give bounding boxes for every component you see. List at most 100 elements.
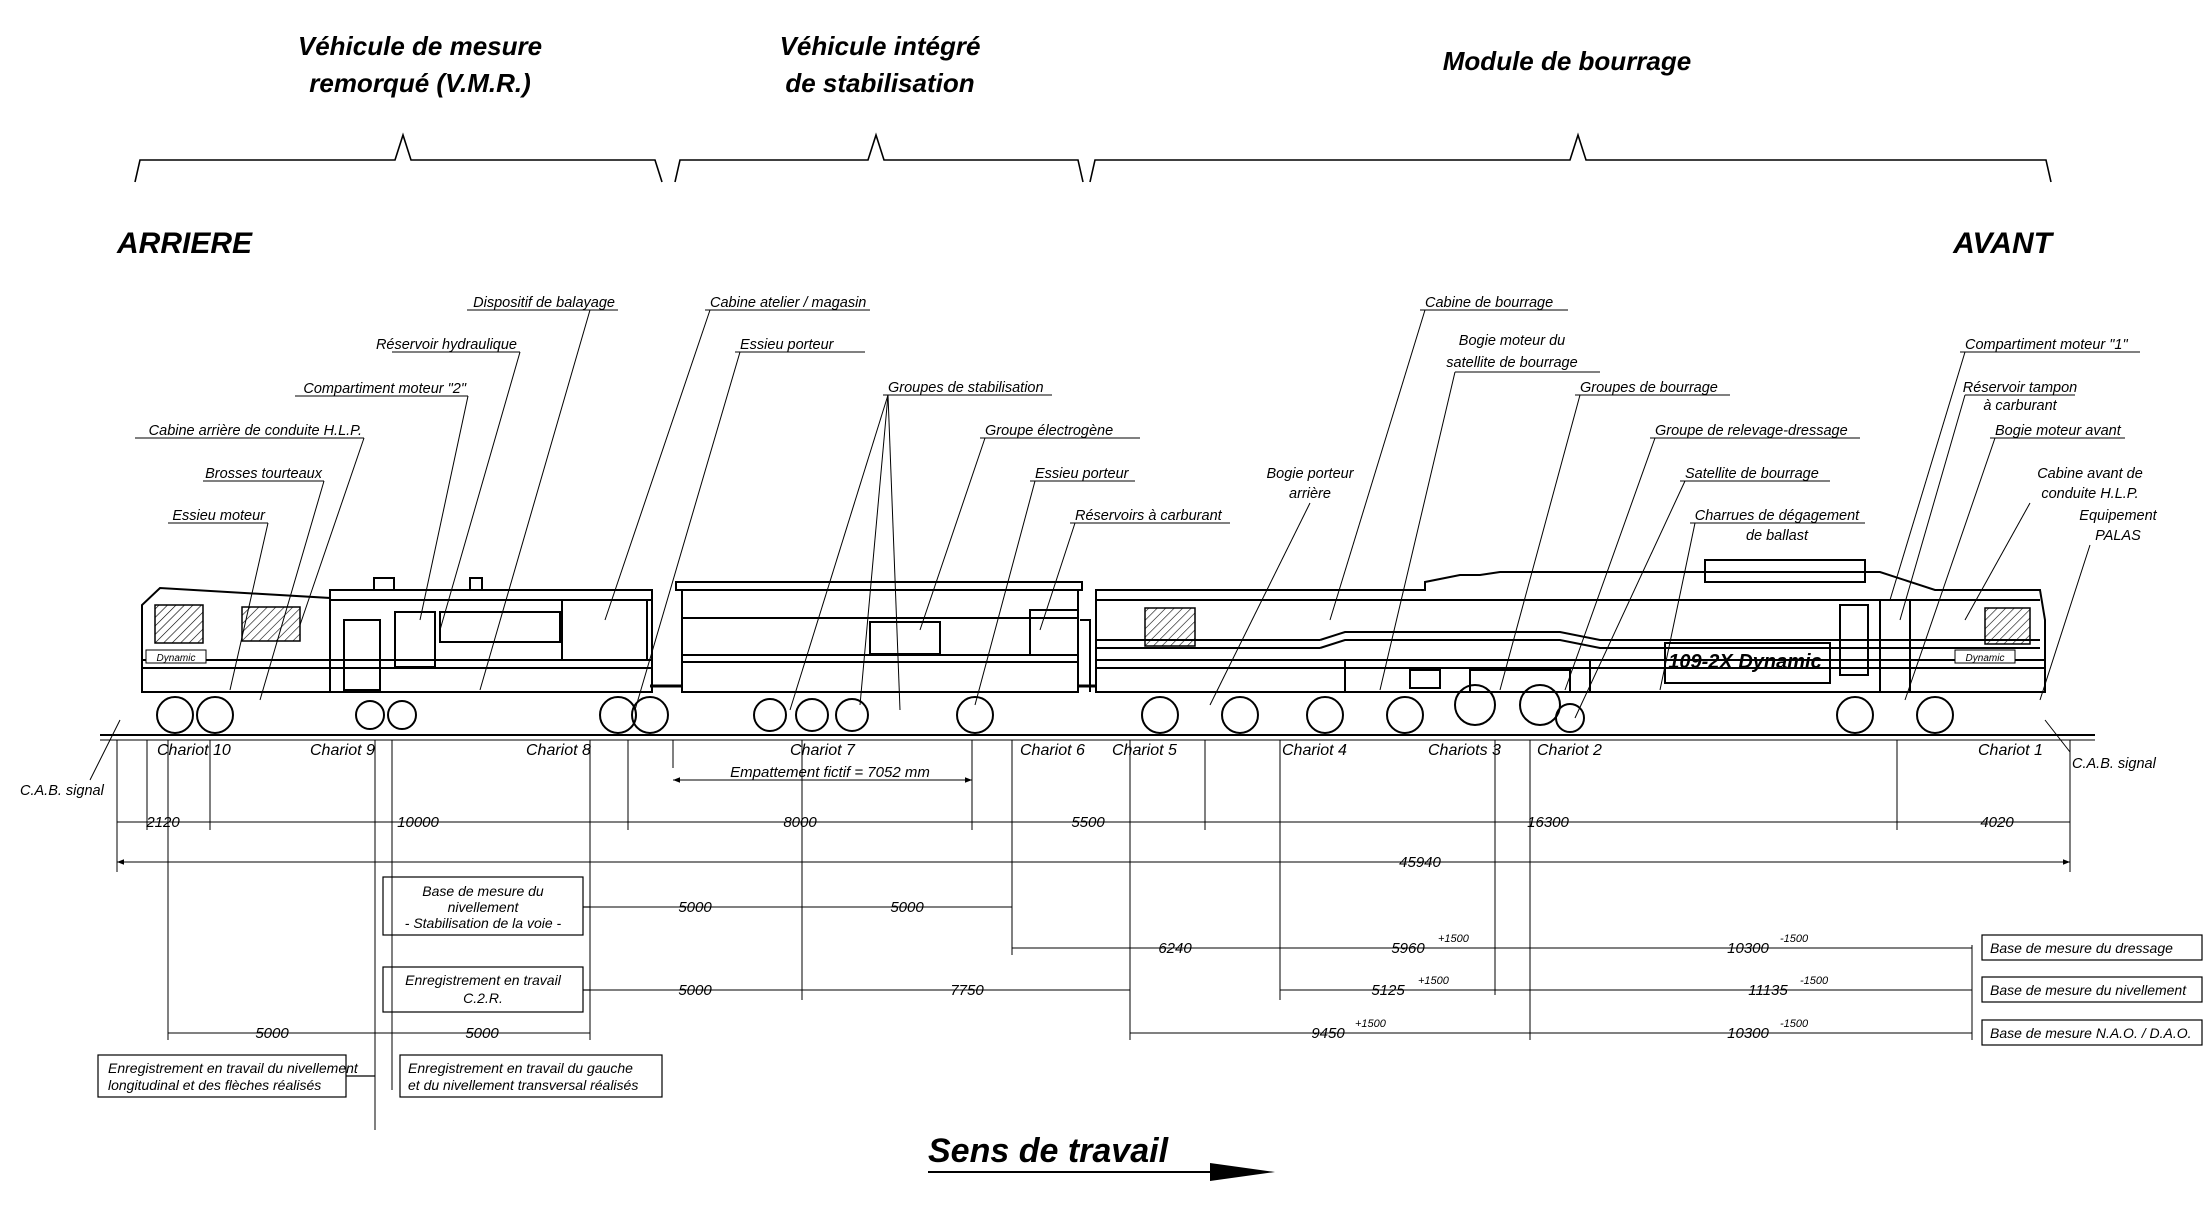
front-cab-window — [1984, 607, 2031, 645]
machine-name-plate: 109-2X Dynamic — [1668, 651, 1821, 673]
dim-niv-b: 11135 — [1748, 982, 1788, 999]
dim-dressage-c-tol: -1500 — [1780, 933, 1809, 945]
label-brosses: Brosses tourteaux — [205, 466, 323, 482]
label-reservoir-hydraulique: Réservoir hydraulique — [376, 337, 517, 353]
label-reservoirs-carburant: Réservoirs à carburant — [1075, 508, 1223, 524]
box-enreg-long-line2: longitudinal et des flèches réalisés — [108, 1077, 321, 1093]
front-logo-text: Dynamic — [1966, 653, 2005, 664]
vmr-vehicle — [141, 577, 653, 693]
box-enreg-gauche-line2: et du nivellement transversal réalisés — [408, 1077, 638, 1093]
label-satellite: Satellite de bourrage — [1685, 466, 1819, 482]
dim-8000: 8000 — [783, 814, 817, 831]
label-cabine-arriere: Cabine arrière de conduite H.L.P. — [149, 423, 362, 439]
label-cab-signal-left: C.A.B. signal — [20, 783, 105, 799]
chariot-6-label: Chariot 6 — [1020, 742, 1085, 759]
chariot-7-label: Chariot 7 — [790, 742, 856, 759]
front-logo-plate — [1954, 649, 2016, 664]
dim-nao-a-tol: +1500 — [1355, 1018, 1387, 1030]
dim-niv-b-tol: -1500 — [1800, 975, 1829, 987]
dim-niv-a-tol: +1500 — [1418, 975, 1450, 987]
label-cab-signal-right: C.A.B. signal — [2072, 756, 2157, 772]
chariot-10-label: Chariot 10 — [157, 742, 231, 759]
label-bogie-moteur-sat-1: Bogie moteur du — [1459, 333, 1565, 349]
box-c2r-line1: Enregistrement en travail — [405, 972, 562, 988]
stabilisation-vehicle — [675, 581, 1091, 693]
dim-5500: 5500 — [1071, 814, 1105, 831]
chariot-9-label: Chariot 9 — [310, 742, 375, 759]
rail-track — [100, 734, 2095, 741]
label-essieu-porteur-2: Essieu porteur — [1035, 466, 1130, 482]
tamping-module — [1095, 559, 2046, 693]
end-rear-label: ARRIERE — [116, 227, 253, 260]
vmr-logo-text: Dynamic — [157, 653, 196, 664]
box-base-stab-line3: - Stabilisation de la voie - — [405, 915, 562, 931]
label-equipement-1: Equipement — [2079, 508, 2157, 524]
chariot-8-label: Chariot 8 — [526, 742, 591, 759]
label-essieu-porteur-1: Essieu porteur — [740, 337, 835, 353]
section-vmr-title-1: Véhicule de mesure — [298, 31, 542, 61]
label-cabine-bourrage: Cabine de bourrage — [1425, 295, 1553, 311]
label-bogie-porteur-2: arrière — [1289, 486, 1331, 502]
label-equipement-2: PALAS — [2095, 528, 2141, 544]
dim-dressage-a: 6240 — [1158, 940, 1192, 957]
chariot-4-label: Chariot 4 — [1282, 742, 1347, 759]
chariot-1-label: Chariot 1 — [1978, 742, 2043, 759]
box-c2r-line2: C.2.R. — [463, 990, 503, 1006]
section-braces — [134, 132, 2052, 183]
label-groupe-relevage: Groupe de relevage-dressage — [1655, 423, 1848, 439]
dim-nao-b-tol: -1500 — [1780, 1018, 1809, 1030]
box-base-stab-line2: nivellement — [448, 899, 520, 915]
label-bogie-porteur-1: Bogie porteur — [1266, 466, 1354, 482]
dim-empattement: Empattement fictif = 7052 mm — [730, 764, 930, 781]
label-charrues-2: de ballast — [1746, 528, 1809, 544]
dim-stab-b: 5000 — [890, 899, 924, 916]
dim-16300: 16300 — [1527, 814, 1569, 831]
label-dispositif-balayage: Dispositif de balayage — [473, 295, 615, 311]
vmr-logo-plate — [145, 649, 207, 664]
section-bourrage-title: Module de bourrage — [1443, 46, 1691, 76]
dim-total: 45940 — [1399, 854, 1441, 871]
label-groupe-electrogene: Groupe électrogène — [985, 423, 1113, 439]
box-base-dressage: Base de mesure du dressage — [1990, 940, 2173, 956]
section-stab-title-1: Véhicule intégré — [780, 31, 981, 61]
tamping-cab-window — [1144, 607, 1196, 647]
end-front-label: AVANT — [1952, 227, 2055, 260]
dim-stab-a: 5000 — [678, 899, 712, 916]
chariot-5-label: Chariot 5 — [1112, 742, 1177, 759]
label-cabine-avant-2: conduite H.L.P. — [2041, 486, 2138, 502]
label-reservoir-tampon-2: à carburant — [1983, 398, 2057, 414]
dimension-lines — [117, 777, 2070, 1034]
box-enreg-long-line1: Enregistrement en travail du nivellement — [108, 1060, 359, 1076]
wheelsets — [156, 684, 1954, 734]
dim-nao-a: 9450 — [1311, 1025, 1345, 1042]
direction-label: Sens de travail — [928, 1132, 1170, 1170]
extension-lines — [116, 740, 2071, 1130]
box-base-nivellement: Base de mesure du nivellement — [1990, 982, 2187, 998]
dim-4020: 4020 — [1980, 814, 2014, 831]
label-groupes-bourrage: Groupes de bourrage — [1580, 380, 1718, 396]
dim-niv-a: 5125 — [1371, 982, 1405, 999]
leader-lines — [89, 309, 2140, 781]
dim-10000: 10000 — [397, 814, 439, 831]
label-groupes-stab: Groupes de stabilisation — [888, 380, 1044, 396]
dim-vmr-a: 5000 — [255, 1025, 289, 1042]
chariot-2-label: Chariot 2 — [1537, 742, 1602, 759]
section-vmr-title-2: remorqué (V.M.R.) — [309, 68, 531, 98]
section-stab-title-2: de stabilisation — [785, 68, 974, 98]
vmr-rear-cab-window — [154, 604, 204, 644]
dim-2120: 2120 — [145, 814, 180, 831]
dim-nao-b: 10300 — [1727, 1025, 1769, 1042]
dim-dressage-b: 5960 — [1391, 940, 1425, 957]
box-base-nao: Base de mesure N.A.O. / D.A.O. — [1990, 1025, 2192, 1041]
dim-c2r-b: 7750 — [950, 982, 984, 999]
label-essieu-moteur: Essieu moteur — [172, 508, 266, 524]
dim-dressage-b-tol: +1500 — [1438, 933, 1470, 945]
label-bogie-moteur-avant: Bogie moteur avant — [1995, 423, 2122, 439]
label-reservoir-tampon-1: Réservoir tampon — [1963, 380, 2077, 396]
chariots-3-label: Chariots 3 — [1428, 742, 1501, 759]
label-charrues-1: Charrues de dégagement — [1695, 508, 1860, 524]
label-bogie-moteur-sat-2: satellite de bourrage — [1446, 355, 1577, 371]
box-base-stab-line1: Base de mesure du — [422, 883, 544, 899]
box-enreg-gauche-line1: Enregistrement en travail du gauche — [408, 1060, 633, 1076]
